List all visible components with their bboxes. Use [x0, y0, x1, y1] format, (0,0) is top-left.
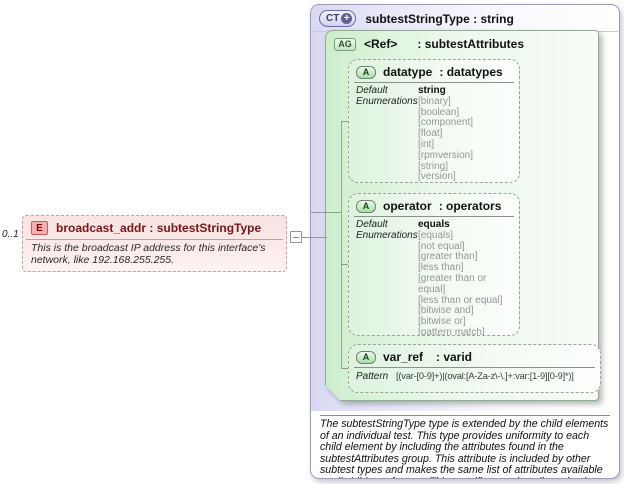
type-documentation-section: The subtestStringType type is extended b… — [311, 411, 619, 478]
connector-stub — [341, 121, 349, 122]
facet-label-default: Default — [356, 219, 388, 230]
facet-default-value: string — [418, 85, 446, 96]
facet-enum-value: [greater than] — [418, 251, 478, 263]
element-annotation: This is the broadcast IP address for thi… — [31, 242, 266, 266]
attribute-header: A var_ref : varid — [349, 345, 600, 367]
attribute-box-var-ref[interactable]: A var_ref : varid Pattern [(var-[0-9]+)|(… — [348, 344, 601, 393]
facet-labels: Default Enumerations — [356, 219, 418, 335]
attribute-group-icon: AG — [334, 38, 356, 51]
facet-label-enumerations: Enumerations — [356, 95, 418, 107]
facet-values: equals [equals][not equal][greater than]… — [418, 219, 513, 336]
facet-label-default: Default — [356, 85, 388, 96]
complex-type-icon: CT + — [319, 10, 357, 27]
attribute-box-datatype[interactable]: A datatype : datatypes Default Enumerati… — [348, 59, 520, 183]
attribute-name: operator — [383, 199, 432, 213]
facet-default-value: equals — [418, 219, 450, 230]
attribute-type: : datatypes — [439, 65, 503, 79]
minus-icon — [293, 237, 299, 238]
facet-enum-value: [component] — [418, 117, 474, 129]
divider — [26, 239, 283, 240]
divider — [354, 216, 514, 217]
divider — [354, 82, 514, 83]
attribute-header: A datatype : datatypes — [349, 60, 519, 82]
facet-table: Default Enumerations string [binary][boo… — [349, 83, 519, 183]
attribute-name: datatype — [383, 65, 433, 79]
element-box-broadcast-addr[interactable]: E broadcast_addr : subtestStringType Thi… — [22, 215, 287, 272]
connector-stub — [341, 264, 349, 265]
facet-label-pattern: Pattern — [356, 371, 389, 382]
complex-type-title: subtestStringType : string — [365, 11, 514, 26]
sequence-line — [341, 121, 342, 369]
divider — [320, 415, 610, 416]
complex-type-diagram: CT + subtestStringType : string AG <Ref>… — [311, 5, 619, 411]
facet-enum-value: [boolean] — [418, 106, 460, 118]
facet-enum-value: [bitwise and] — [418, 305, 474, 317]
facet-table: Pattern [(var-[0-9]+)|(oval:[A-Za-z\-\.]… — [349, 368, 600, 384]
facet-enum-value: [less than] — [418, 262, 464, 274]
element-title: broadcast_addr : subtestStringType — [56, 221, 262, 235]
facet-labels: Default Enumerations — [356, 85, 418, 182]
cardinality-label: 0..1 — [2, 229, 19, 240]
facet-enum-value: [less than or equal] — [418, 294, 503, 306]
element-icon: E — [31, 221, 48, 235]
attribute-header: A operator : operators — [349, 194, 519, 216]
facet-enum-value: [version] — [418, 171, 456, 183]
complex-type-header: CT + subtestStringType : string — [319, 10, 514, 27]
attribute-name: var_ref — [383, 350, 424, 364]
attribute-group-type: : subtestAttributes — [417, 37, 525, 51]
facet-enum-value: [rpmversion] — [418, 149, 474, 161]
connector-stub — [341, 368, 349, 369]
collapse-toggle-icon[interactable] — [290, 231, 302, 243]
facet-enum-value: [pattern match] — [418, 326, 485, 336]
connector-line — [311, 212, 342, 213]
element-header: E broadcast_addr : subtestStringType — [23, 216, 286, 238]
facet-enum-value: [bitwise or] — [418, 316, 466, 328]
facet-enum-value: [float] — [418, 128, 443, 140]
facet-values: string [binary][boolean][component][floa… — [418, 85, 513, 183]
facet-enum-value: [int] — [418, 138, 435, 150]
facet-enum-value: [binary] — [418, 95, 451, 107]
facet-enum-value: [greater than or equal] — [418, 272, 487, 295]
facet-enum-value: [equals] — [418, 229, 454, 241]
facet-pattern-value: [(var-[0-9]+)|(oval:[A-Za-z\-\.]+:var:[1… — [396, 371, 574, 381]
attribute-group-name: <Ref> — [364, 37, 398, 51]
facet-enum-value: [string] — [418, 160, 449, 172]
ct-badge-label: CT — [326, 13, 340, 24]
attribute-group-header: AG <Ref> : subtestAttributes — [326, 31, 598, 51]
facet-enum-list: [binary][boolean][component][float][int]… — [418, 95, 513, 183]
plus-icon[interactable]: + — [341, 13, 353, 24]
facet-enum-value: [not equal] — [418, 240, 465, 252]
facet-table: Default Enumerations equals [equals][not… — [349, 217, 519, 336]
attribute-type: : operators — [438, 199, 502, 213]
divider — [354, 367, 595, 368]
attribute-icon: A — [356, 65, 376, 79]
attribute-icon: A — [356, 350, 376, 364]
attribute-type: : varid — [436, 350, 473, 364]
attribute-icon: A — [356, 199, 376, 213]
complex-type-box: CT + subtestStringType : string AG <Ref>… — [310, 4, 620, 479]
connector-line — [302, 237, 327, 238]
attribute-box-operator[interactable]: A operator : operators Default Enumerati… — [348, 193, 520, 336]
facet-label-enumerations: Enumerations — [356, 229, 418, 241]
facet-enum-list: [equals][not equal][greater than][less t… — [418, 229, 513, 336]
type-documentation-text: The subtestStringType type is extended b… — [320, 418, 609, 478]
